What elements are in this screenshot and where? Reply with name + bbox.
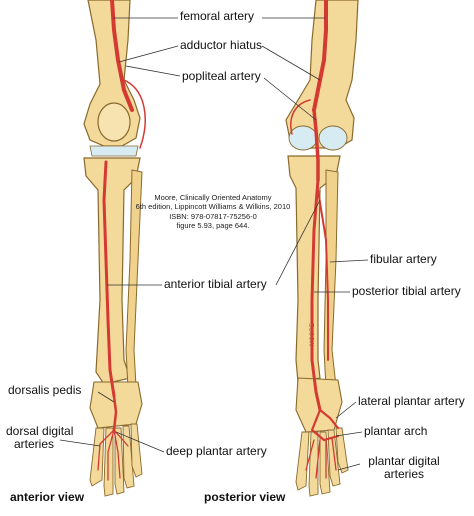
leader-adductor-right [261, 45, 321, 81]
citation-line-2: 6th edition, Lippincott Williams & Wilki… [135, 202, 291, 212]
anterior-tibial-artery [102, 160, 116, 398]
leader-popliteal-left [125, 65, 181, 77]
label-deep-plantar-artery: deep plantar artery [166, 444, 267, 458]
label-fibular-artery: fibular artery [370, 252, 437, 266]
posterior-plantar-arteries [310, 408, 340, 442]
label-plantar-digital-arteries: plantar digital arteries [362, 454, 446, 482]
posterior-fibula [323, 169, 339, 389]
anterior-patella [97, 102, 131, 142]
label-dorsal-digital-arteries: dorsal digital arteries [6, 424, 74, 452]
posterior-genicular-branch [290, 99, 311, 135]
leader-plantar-digital [337, 463, 361, 471]
leader-anterior-tibial-right [275, 199, 321, 286]
posterior-condyle-lateral [318, 125, 348, 151]
label-dorsal-digital-line2: arteries [13, 437, 54, 452]
leader-plantar-arch [335, 431, 363, 437]
citation-line-1: Moore, Clinically Oriented Anatomy [154, 193, 272, 202]
label-plantar-arch: plantar arch [364, 424, 428, 438]
label-plantar-digital-line1: plantar digital [368, 454, 440, 468]
citation-block: Moore, Clinically Oriented Anatomy 6th e… [130, 193, 296, 231]
anterior-genicular-branch [123, 79, 146, 149]
label-adductor-hiatus: adductor hiatus [180, 38, 263, 52]
anterior-arteries [97, 0, 146, 481]
posterior-toes [295, 427, 349, 497]
leader-fibular [329, 259, 369, 263]
anterior-knee-cartilage [89, 145, 139, 157]
posterior-popliteal-artery [312, 108, 320, 182]
citation-line-3: ISBN: 978-07817-75256-0 [169, 211, 257, 221]
anterior-digital-branches [97, 429, 129, 481]
posterior-tibial-artery [310, 178, 322, 412]
leader-dorsal-digital [59, 439, 101, 447]
label-lateral-plantar-artery: lateral plantar artery [358, 394, 465, 408]
anterior-femoral-artery [110, 0, 134, 112]
label-dorsalis-pedis: dorsalis pedis [8, 383, 82, 397]
label-posterior-tibial-artery: posterior tibial artery [352, 284, 461, 298]
label-popliteal-artery: popliteal artery [182, 69, 261, 83]
label-femoral-artery: femoral artery [180, 9, 255, 23]
view-title-anterior: anterior view [10, 490, 85, 504]
anterior-toes [89, 423, 143, 497]
citation-line-4: figure 5.93, page 644. [176, 221, 250, 231]
posterior-leg: MOORE [285, 0, 359, 497]
label-plantar-digital-line2: arteries [383, 467, 424, 482]
leader-dorsalis-pedis [97, 391, 115, 403]
posterior-plantar-digital [305, 437, 337, 479]
leader-popliteal-right [263, 77, 317, 121]
leader-deep-plantar [115, 431, 165, 453]
leader-lines [59, 17, 369, 471]
label-dorsal-digital-line1: dorsal digital [6, 424, 74, 438]
anterior-dorsalis-pedis [112, 394, 118, 432]
posterior-fibular-artery [317, 189, 329, 361]
posterior-femoral-artery [312, 0, 328, 112]
view-title-posterior: posterior view [204, 490, 286, 504]
leader-lateral-plantar [335, 401, 357, 419]
anterior-leg [83, 0, 146, 497]
posterior-arteries [290, 0, 340, 479]
posterior-condyle-medial [288, 125, 318, 151]
label-anterior-tibial-artery: anterior tibial artery [164, 277, 267, 291]
leader-adductor-left [118, 45, 179, 63]
